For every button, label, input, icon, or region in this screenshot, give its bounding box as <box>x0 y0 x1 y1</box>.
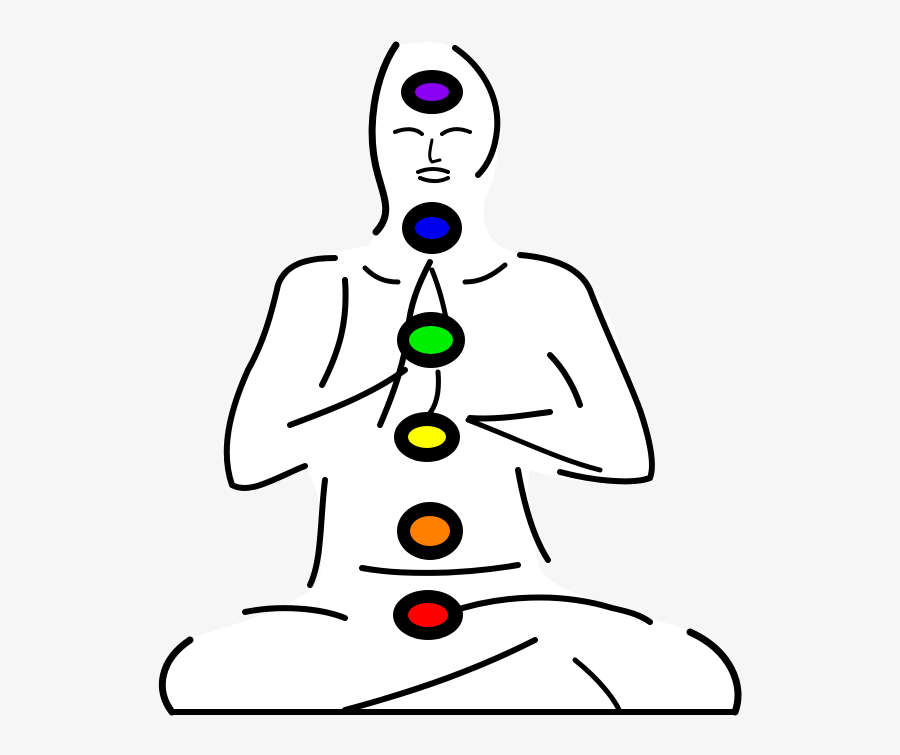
figure-outline <box>158 41 742 716</box>
heart-chakra-icon <box>397 312 465 368</box>
root-chakra-icon <box>393 590 463 640</box>
throat-chakra-icon <box>402 202 462 254</box>
figure-body <box>164 42 738 712</box>
chakra-points <box>393 70 465 640</box>
solar-plexus-chakra-icon <box>394 412 460 462</box>
crown-chakra-icon <box>401 70 463 114</box>
sacral-chakra-icon <box>397 502 463 560</box>
